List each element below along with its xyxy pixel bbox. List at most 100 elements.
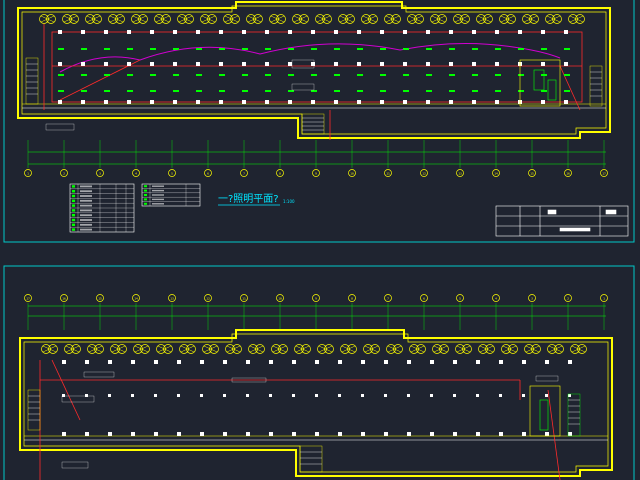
light-fixture (476, 432, 480, 436)
light-fixture (541, 48, 547, 50)
ceiling-lamp (62, 14, 79, 24)
axis-label: 6 (423, 296, 425, 300)
light-fixture (150, 48, 156, 50)
axis-marker: 17 (24, 294, 32, 330)
light-fixture (472, 30, 476, 34)
axis-marker: 15 (528, 140, 536, 177)
light-fixture (568, 432, 572, 436)
ceiling-lamp (64, 344, 81, 354)
light-fixture (127, 62, 131, 66)
axis-marker: 4 (132, 140, 140, 177)
light-fixture (242, 90, 248, 92)
light-fixture (545, 360, 549, 364)
light-fixture (564, 100, 568, 104)
axis-marker: 3 (96, 140, 104, 177)
light-fixture (407, 432, 411, 436)
light-fixture (495, 74, 501, 76)
ceiling-lamp (384, 14, 401, 24)
axis-label: 1 (603, 296, 605, 300)
light-fixture (265, 62, 269, 66)
light-fixture (173, 90, 179, 92)
light-fixture (58, 30, 62, 34)
axis-label: 7 (387, 296, 389, 300)
light-fixture (219, 74, 225, 76)
light-fixture (545, 432, 549, 436)
upper-stair-left (25, 57, 39, 105)
light-fixture (518, 74, 524, 76)
light-fixture (407, 360, 411, 364)
light-fixture (196, 62, 200, 66)
upper-arc-wiring (59, 42, 561, 73)
light-fixture (223, 360, 227, 364)
axis-marker: 12 (204, 294, 212, 330)
light-fixture (288, 100, 292, 104)
ceiling-lamp (292, 14, 309, 24)
light-fixture (265, 48, 271, 50)
light-fixture (499, 432, 503, 436)
light-fixture (150, 30, 154, 34)
ceiling-lamp (363, 344, 380, 354)
light-fixture (288, 48, 294, 50)
light-fixture (104, 74, 110, 76)
light-fixture (196, 74, 202, 76)
light-fixture (449, 62, 453, 66)
upper-floor-plan (17, 1, 611, 140)
ceiling-lamp (315, 14, 332, 24)
upper-legend-table-right (141, 183, 201, 207)
light-fixture (223, 432, 227, 436)
axis-marker: 8 (348, 294, 356, 330)
axis-marker: 1 (24, 140, 32, 177)
light-fixture (269, 394, 272, 397)
axis-label: 12 (206, 296, 210, 300)
light-fixture (315, 432, 319, 436)
axis-marker: 10 (276, 294, 284, 330)
light-fixture (108, 394, 111, 397)
ceiling-lamp (453, 14, 470, 24)
lower-service-room (529, 385, 561, 437)
light-fixture (131, 394, 134, 397)
ceiling-lamp (524, 344, 541, 354)
light-fixture (568, 394, 571, 397)
axis-marker: 14 (492, 140, 500, 177)
light-fixture (177, 432, 181, 436)
light-fixture (426, 30, 430, 34)
light-fixture (357, 100, 361, 104)
light-fixture (472, 74, 478, 76)
ceiling-lamp (545, 14, 562, 24)
light-fixture (150, 90, 156, 92)
light-fixture (315, 394, 318, 397)
light-fixture (58, 48, 64, 50)
light-fixture (196, 48, 202, 50)
axis-label: 4 (135, 171, 137, 175)
ceiling-lamp (361, 14, 378, 24)
light-fixture (58, 90, 64, 92)
ceiling-lamp (478, 344, 495, 354)
ceiling-lamp (269, 14, 286, 24)
axis-label: 15 (98, 296, 102, 300)
light-fixture (449, 30, 453, 34)
light-fixture (127, 100, 131, 104)
light-fixture (472, 48, 478, 50)
light-fixture (219, 30, 223, 34)
light-fixture (426, 48, 432, 50)
light-fixture (361, 394, 364, 397)
light-fixture (104, 30, 108, 34)
lower-fixture-grid (62, 360, 572, 436)
light-fixture (384, 432, 388, 436)
light-fixture (154, 394, 157, 397)
light-fixture (564, 62, 568, 66)
light-fixture (380, 30, 384, 34)
light-fixture (338, 360, 342, 364)
light-fixture (242, 48, 248, 50)
ceiling-lamp (248, 344, 265, 354)
light-fixture (361, 360, 365, 364)
axis-label: 4 (495, 296, 497, 300)
ceiling-lamp (202, 344, 219, 354)
ceiling-lamp (223, 14, 240, 24)
axis-label: 17 (602, 171, 606, 175)
light-fixture (522, 360, 526, 364)
light-fixture (242, 30, 246, 34)
ceiling-lamp (133, 344, 150, 354)
light-fixture (541, 90, 547, 92)
